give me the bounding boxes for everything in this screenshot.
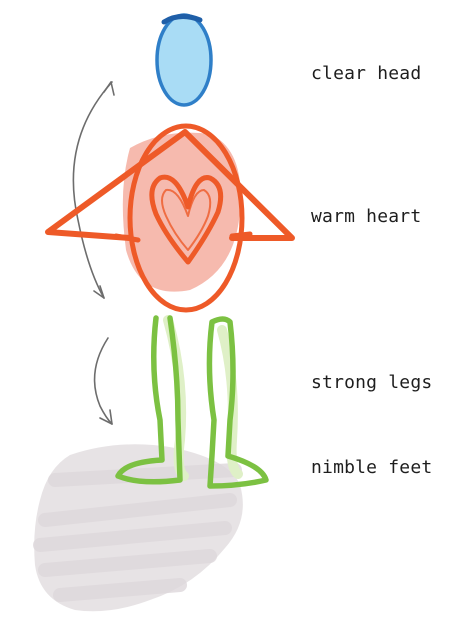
torso <box>48 126 292 310</box>
label-strong-legs: strong legs <box>311 372 432 393</box>
curved-arrow-icon-lower <box>95 338 112 424</box>
label-warm-heart: warm heart <box>311 206 421 227</box>
label-nimble-feet: nimble feet <box>311 457 432 478</box>
label-clear-head: clear head <box>311 63 421 84</box>
head-oval-icon <box>157 15 211 105</box>
